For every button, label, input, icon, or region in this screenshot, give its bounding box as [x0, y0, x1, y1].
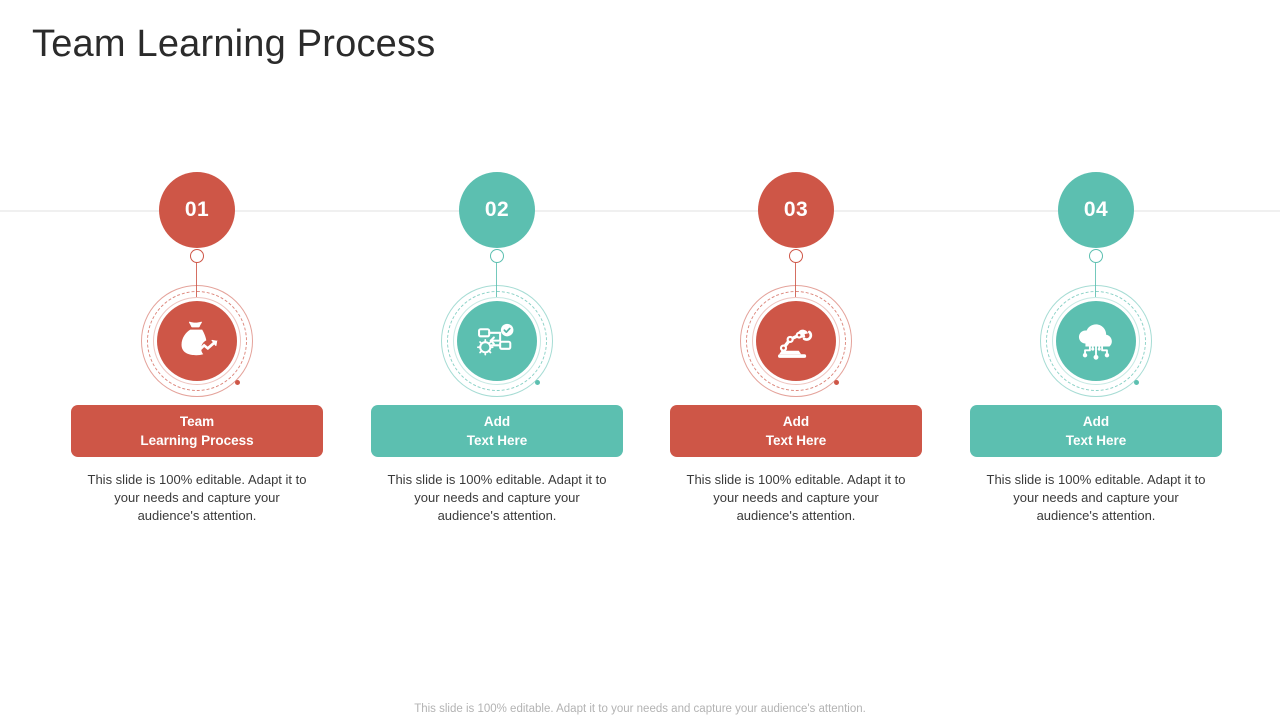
step-body-text-1: This slide is 100% editable. Adapt it to… — [87, 472, 307, 523]
medallion-accent-dot — [535, 380, 540, 385]
horizontal-guide-rule — [0, 210, 1280, 212]
step-number-label: 01 — [184, 198, 210, 221]
step-label-plate-1[interactable]: Team Learning Process — [71, 405, 323, 457]
connector-ring-icon — [190, 249, 204, 263]
process-step-3: 03 — [670, 0, 922, 720]
step-label-line2: Text Here — [1065, 433, 1127, 448]
connector-pin-2 — [490, 249, 504, 297]
step-label-line2: Learning Process — [140, 433, 254, 448]
step-label-line1: Add — [1082, 414, 1110, 429]
medallion-dashed-ring — [447, 291, 547, 391]
connector-pin-3 — [789, 249, 803, 297]
medallion-disc — [457, 301, 537, 381]
connector-ring-icon — [490, 249, 504, 263]
step-number-label: 03 — [783, 198, 809, 221]
medallion-outer-ring — [1040, 285, 1152, 397]
step-body-text-2: This slide is 100% editable. Adapt it to… — [387, 472, 607, 523]
medallion-inner-ring — [153, 297, 241, 385]
medallion-disc — [756, 301, 836, 381]
workflow-process-icon — [472, 316, 522, 366]
step-number-badge-1[interactable]: 01 — [159, 172, 235, 248]
icon-medallion-3[interactable] — [740, 285, 852, 397]
medallion-dashed-ring — [1046, 291, 1146, 391]
connector-stem — [795, 262, 797, 297]
step-label-plate-3[interactable]: Add Text Here — [670, 405, 922, 457]
connector-stem — [196, 262, 198, 297]
process-step-4: 04 — [970, 0, 1222, 720]
medallion-outer-ring — [740, 285, 852, 397]
step-body-text-3: This slide is 100% editable. Adapt it to… — [686, 472, 906, 523]
footer-note: This slide is 100% editable. Adapt it to… — [414, 703, 866, 715]
medallion-inner-ring — [453, 297, 541, 385]
step-label-line2: Text Here — [466, 433, 528, 448]
step-label-plate-2[interactable]: Add Text Here — [371, 405, 623, 457]
process-step-2: 02 — [371, 0, 623, 720]
step-label-line1: Team — [179, 414, 215, 429]
connector-stem — [1095, 262, 1097, 297]
icon-medallion-4[interactable] — [1040, 285, 1152, 397]
medallion-disc — [157, 301, 237, 381]
connector-pin-4 — [1089, 249, 1103, 297]
connector-pin-1 — [190, 249, 204, 297]
step-number-badge-2[interactable]: 02 — [459, 172, 535, 248]
step-label-plate-4[interactable]: Add Text Here — [970, 405, 1222, 457]
medallion-inner-ring — [1052, 297, 1140, 385]
medallion-accent-dot — [235, 380, 240, 385]
step-number-label: 02 — [484, 198, 510, 221]
process-step-1: 01 Team — [71, 0, 323, 720]
medallion-inner-ring — [752, 297, 840, 385]
medallion-dashed-ring — [746, 291, 846, 391]
step-number-label: 04 — [1083, 198, 1109, 221]
step-body-text-4: This slide is 100% editable. Adapt it to… — [986, 472, 1206, 523]
medallion-outer-ring — [141, 285, 253, 397]
icon-medallion-2[interactable] — [441, 285, 553, 397]
step-number-badge-4[interactable]: 04 — [1058, 172, 1134, 248]
step-label-line1: Add — [483, 414, 511, 429]
step-number-badge-3[interactable]: 03 — [758, 172, 834, 248]
robotic-arm-icon — [771, 316, 821, 366]
connector-ring-icon — [1089, 249, 1103, 263]
step-label-line1: Add — [782, 414, 810, 429]
cloud-network-icon — [1070, 315, 1122, 367]
medallion-disc — [1056, 301, 1136, 381]
page-title: Team Learning Process — [32, 23, 436, 65]
step-label-line2: Text Here — [765, 433, 827, 448]
money-bag-growth-icon — [172, 316, 222, 366]
medallion-accent-dot — [1134, 380, 1139, 385]
connector-stem — [496, 262, 498, 297]
connector-ring-icon — [789, 249, 803, 263]
icon-medallion-1[interactable] — [141, 285, 253, 397]
medallion-dashed-ring — [147, 291, 247, 391]
medallion-outer-ring — [441, 285, 553, 397]
medallion-accent-dot — [834, 380, 839, 385]
